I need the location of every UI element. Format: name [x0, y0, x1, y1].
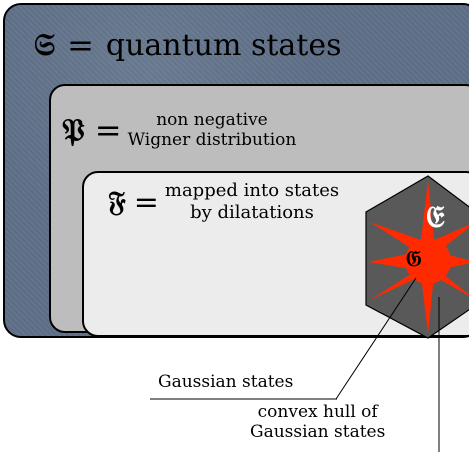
dilatation-symbol: 𝔉: [108, 185, 126, 218]
quantum-states-label: 𝔖 = quantum states: [34, 26, 342, 64]
convex-hull-annotation: convex hull of Gaussian states: [250, 402, 385, 442]
wigner-symbol: 𝔓: [62, 110, 85, 149]
dilatation-description: mapped into states by dilatations: [165, 180, 339, 224]
wigner-description: non negative Wigner distribution: [128, 110, 297, 150]
equals-sign: =: [133, 184, 159, 220]
gaussian-core: [405, 238, 451, 284]
gaussian-symbol: 𝔊: [406, 246, 422, 272]
dilatation-line-1: mapped into states: [164, 180, 340, 201]
gaussian-leader-line: [335, 277, 417, 400]
gaussian-states-annotation: Gaussian states: [158, 372, 294, 392]
convex-hull-symbol: 𝔈: [426, 200, 445, 235]
equals-sign: =: [94, 111, 122, 149]
equals-sign: =: [67, 26, 94, 64]
wigner-label: 𝔓 = non negative Wigner distribution: [62, 110, 296, 150]
wigner-line-1: non negative: [156, 110, 268, 130]
quantum-states-text: quantum states: [105, 27, 342, 63]
convex-hull-annotation-line-1: convex hull of: [257, 402, 378, 422]
dilatation-line-2: by dilatations: [190, 202, 314, 223]
dilatation-label: 𝔉 = mapped into states by dilatations: [108, 180, 339, 224]
wigner-line-2: Wigner distribution: [127, 130, 297, 150]
quantum-states-symbol: 𝔖: [34, 27, 56, 63]
convex-hull-annotation-line-2: Gaussian states: [250, 422, 386, 442]
